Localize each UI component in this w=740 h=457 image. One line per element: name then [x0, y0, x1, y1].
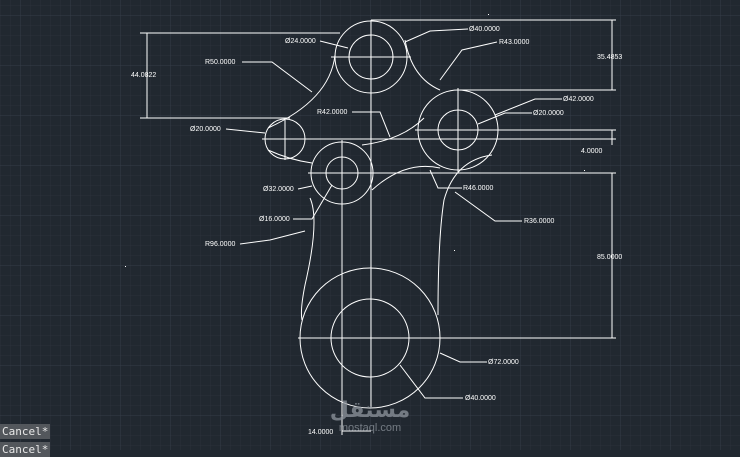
- dim-o16[interactable]: Ø16.0000: [259, 216, 290, 223]
- dim-r46[interactable]: R46.0000: [463, 185, 493, 192]
- leader-o42: [494, 98, 562, 116]
- dim-4[interactable]: 4.0000: [581, 148, 603, 155]
- dim-o40top[interactable]: Ø40.0000: [469, 26, 500, 33]
- leader-o24: [319, 40, 349, 49]
- dim-r43[interactable]: R43.0000: [499, 39, 529, 46]
- leader-r42: [352, 111, 391, 138]
- watermark-logo: مستقل: [329, 398, 411, 423]
- dim-o20r[interactable]: Ø20.0000: [533, 110, 564, 117]
- dim-35[interactable]: 35.4853: [597, 54, 622, 61]
- dim-o32[interactable]: Ø32.0000: [263, 186, 294, 193]
- leader-o16: [293, 184, 333, 220]
- geometry: [140, 19, 616, 435]
- arc-r36: [437, 154, 493, 316]
- leader-r50: [242, 61, 313, 93]
- arc-r43: [404, 39, 441, 91]
- leader-r46: [429, 169, 462, 189]
- dim-o72[interactable]: Ø72.0000: [488, 359, 519, 366]
- leader-r36: [454, 191, 522, 222]
- command-history-line: Cancel*: [0, 424, 51, 439]
- leader-o20l: [225, 128, 266, 134]
- arc-r42: [361, 117, 425, 146]
- arc-r50: [267, 54, 336, 129]
- leader-r96: [239, 230, 306, 245]
- dim-o20l[interactable]: Ø20.0000: [190, 126, 221, 133]
- dim-o24[interactable]: Ø24.0000: [285, 38, 316, 45]
- dim-o42[interactable]: Ø42.0000: [563, 96, 594, 103]
- watermark-url: mostaql.com: [338, 422, 402, 434]
- dim-r50[interactable]: R50.0000: [205, 59, 235, 66]
- dim-o40bot[interactable]: Ø40.0000: [465, 395, 496, 402]
- leader-o32: [297, 185, 313, 190]
- dimension-labels: 44.0822 R50.0000 Ø24.0000 Ø40.0000 R43.0…: [131, 26, 622, 436]
- leader-o72: [439, 352, 487, 363]
- leader-o40top: [404, 28, 469, 43]
- leader-r43: [439, 41, 498, 81]
- leader-o20r: [477, 112, 532, 125]
- watermark: مستقل mostaql.com: [318, 398, 422, 434]
- dim-14[interactable]: 14.0000: [308, 429, 333, 436]
- stray-points: [125, 14, 585, 267]
- arc-r46: [371, 165, 441, 191]
- dim-r36[interactable]: R36.0000: [524, 218, 554, 225]
- leader-o40bot: [399, 364, 463, 399]
- arc-r96: [300, 197, 315, 321]
- dim-85[interactable]: 85.0000: [597, 254, 622, 261]
- dim-r96[interactable]: R96.0000: [205, 241, 235, 248]
- dim-44[interactable]: 44.0822: [131, 72, 156, 79]
- arc-left-lower: [267, 149, 313, 164]
- dim-r42[interactable]: R42.0000: [317, 109, 347, 116]
